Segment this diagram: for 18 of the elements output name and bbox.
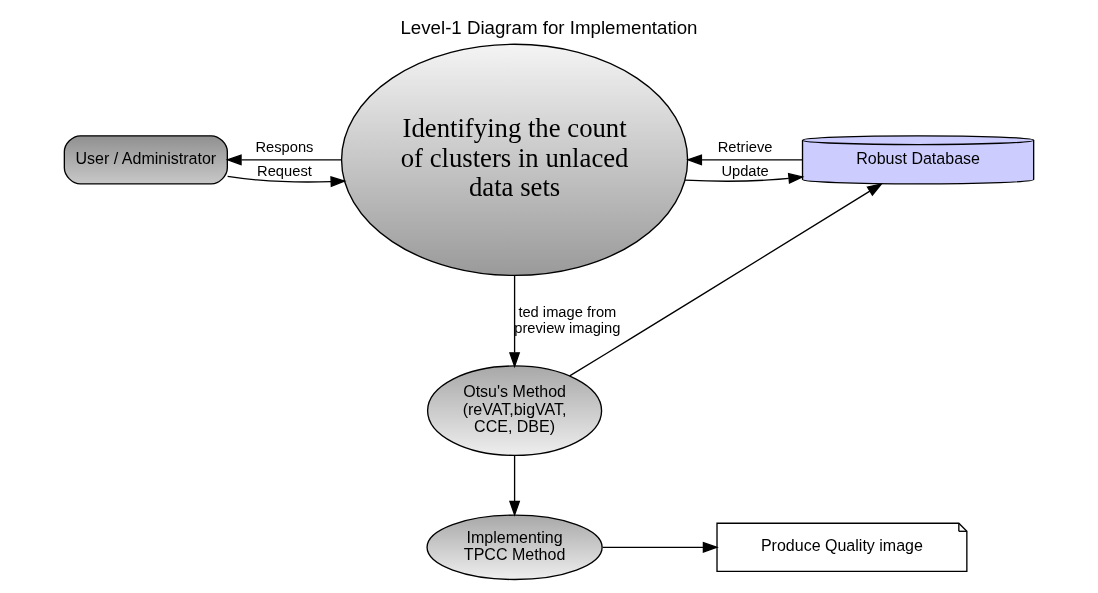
edge-label: Request [257,162,312,179]
node-ellipse: Identifying the count of clusters in unlaced data sets [340,43,689,277]
arrow [225,154,342,166]
edge-label: ted image from preview imaging [514,303,621,336]
node-box: User / Administrator [63,135,228,185]
arrow [602,541,719,553]
arrow [684,172,805,184]
node-ellipse: Implementing TPCC Method [426,514,603,581]
arrow [226,175,347,188]
arrow [569,182,883,377]
arrow [686,154,804,166]
node-ellipse: Otsu's Method (reVAT,bigVAT, CCE, DBE) [426,365,603,457]
arrow [508,454,521,517]
edge-label: Respons [255,138,314,155]
edge-label: Update [721,162,769,179]
diagram-title: Level-1 Diagram for Implementation [400,16,698,38]
edge-label: Retrieve [717,138,773,155]
arrow [508,274,521,369]
